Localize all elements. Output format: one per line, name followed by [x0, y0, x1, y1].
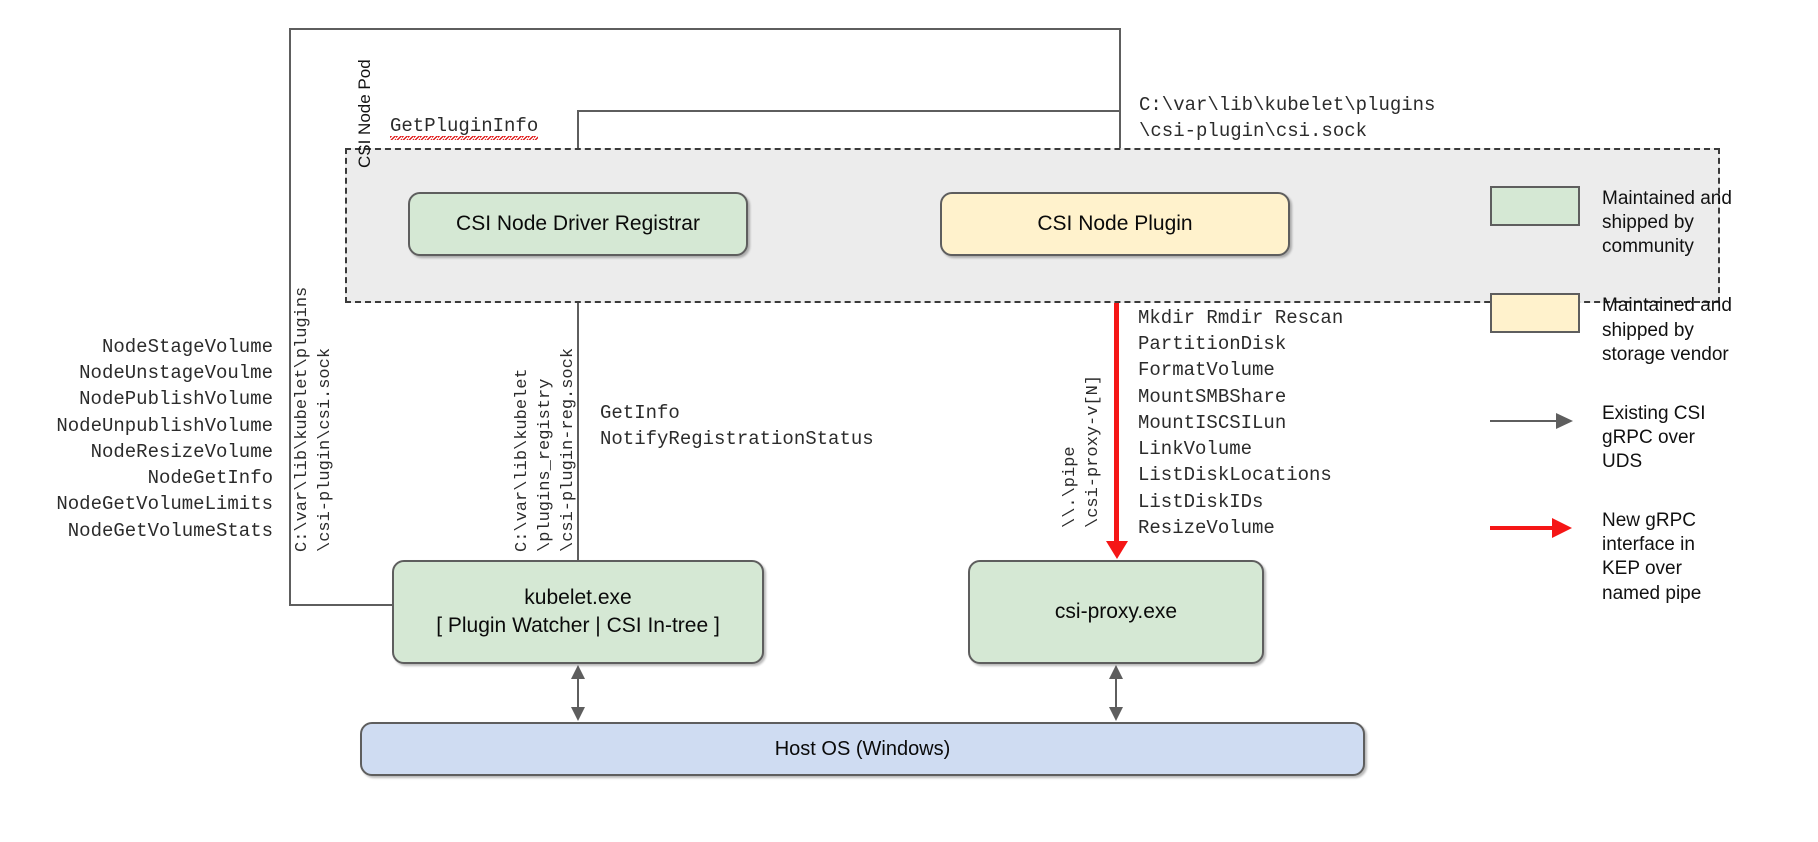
box-host-os: Host OS (Windows) — [360, 722, 1365, 776]
label-get-plugin-info-text: GetPluginInfo — [390, 115, 539, 140]
csi-node-pod-label: CSI Node Pod — [355, 59, 374, 168]
box-csi-proxy-exe[interactable]: csi-proxy.exe — [968, 560, 1264, 664]
label-csi-sock-path: C:\var\lib\kubelet\plugins \csi-plugin\c… — [1139, 94, 1436, 143]
label-registration-calls: GetInfo NotifyRegistrationStatus — [600, 402, 874, 451]
connector-kubelet-to-nodeplugin-left-vertical — [289, 28, 291, 606]
connector-kubelet-left-horizontal — [289, 604, 394, 606]
connector-kubelet-to-registrar — [577, 268, 579, 560]
legend: Maintained and shipped by community Main… — [1490, 186, 1810, 640]
legend-arrow-red-icon — [1490, 508, 1580, 548]
legend-label-storage-vendor: Maintained and shipped by storage vendor — [1602, 295, 1732, 365]
legend-arrow-grey-shaft — [1490, 419, 1558, 422]
legend-item-storage-vendor: Maintained and shipped by storage vendor — [1490, 293, 1810, 366]
connector-kubelet-to-hostos — [577, 678, 579, 708]
legend-item-new-grpc: New gRPC interface in KEP over named pip… — [1490, 508, 1810, 606]
connector-csiproxy-to-hostos — [1115, 678, 1117, 708]
box-kubelet-exe[interactable]: kubelet.exe [ Plugin Watcher | CSI In-tr… — [392, 560, 764, 664]
legend-label-new-grpc: New gRPC interface in KEP over named pip… — [1602, 510, 1702, 604]
connector-nodeplugin-to-csiproxy-red — [1114, 256, 1119, 542]
label-vertical-registration-sock-path: C:\var\lib\kubelet \plugins_registry \cs… — [513, 347, 578, 552]
legend-arrow-grey-icon — [1490, 401, 1580, 441]
legend-label-community: Maintained and shipped by community — [1602, 188, 1732, 258]
label-vertical-csi-sock-path: C:\var\lib\kubelet\plugins \csi-plugin\c… — [293, 286, 335, 552]
label-proxy-operations: Mkdir Rmdir Rescan PartitionDisk FormatV… — [1138, 307, 1344, 539]
legend-arrow-red-shaft — [1490, 526, 1554, 531]
legend-swatch-storage-vendor — [1490, 293, 1580, 334]
label-get-plugin-info: GetPluginInfo — [390, 113, 539, 140]
label-node-operations: NodeStageVolume NodeUnstageVoulme NodePu… — [56, 336, 273, 542]
label-vertical-named-pipe: \\.\pipe \csi-proxy-v[N] — [1061, 374, 1103, 528]
connector-into-nodeplugin-vertical — [1119, 28, 1121, 178]
legend-arrow-red-head — [1552, 518, 1572, 539]
legend-item-community: Maintained and shipped by community — [1490, 186, 1810, 259]
box-csi-node-driver-registrar[interactable]: CSI Node Driver Registrar — [408, 192, 748, 256]
box-csi-node-plugin[interactable]: CSI Node Plugin — [940, 192, 1290, 256]
connector-kubelet-to-nodeplugin-top-horizontal — [289, 28, 1121, 30]
legend-label-existing-csi-grpc: Existing CSI gRPC over UDS — [1602, 402, 1706, 472]
legend-item-existing-csi-grpc: Existing CSI gRPC over UDS — [1490, 401, 1810, 474]
legend-swatch-community — [1490, 186, 1580, 226]
connector-registrar-getplugininfo-horizontal — [577, 110, 1120, 112]
legend-arrow-grey-head — [1556, 412, 1573, 429]
